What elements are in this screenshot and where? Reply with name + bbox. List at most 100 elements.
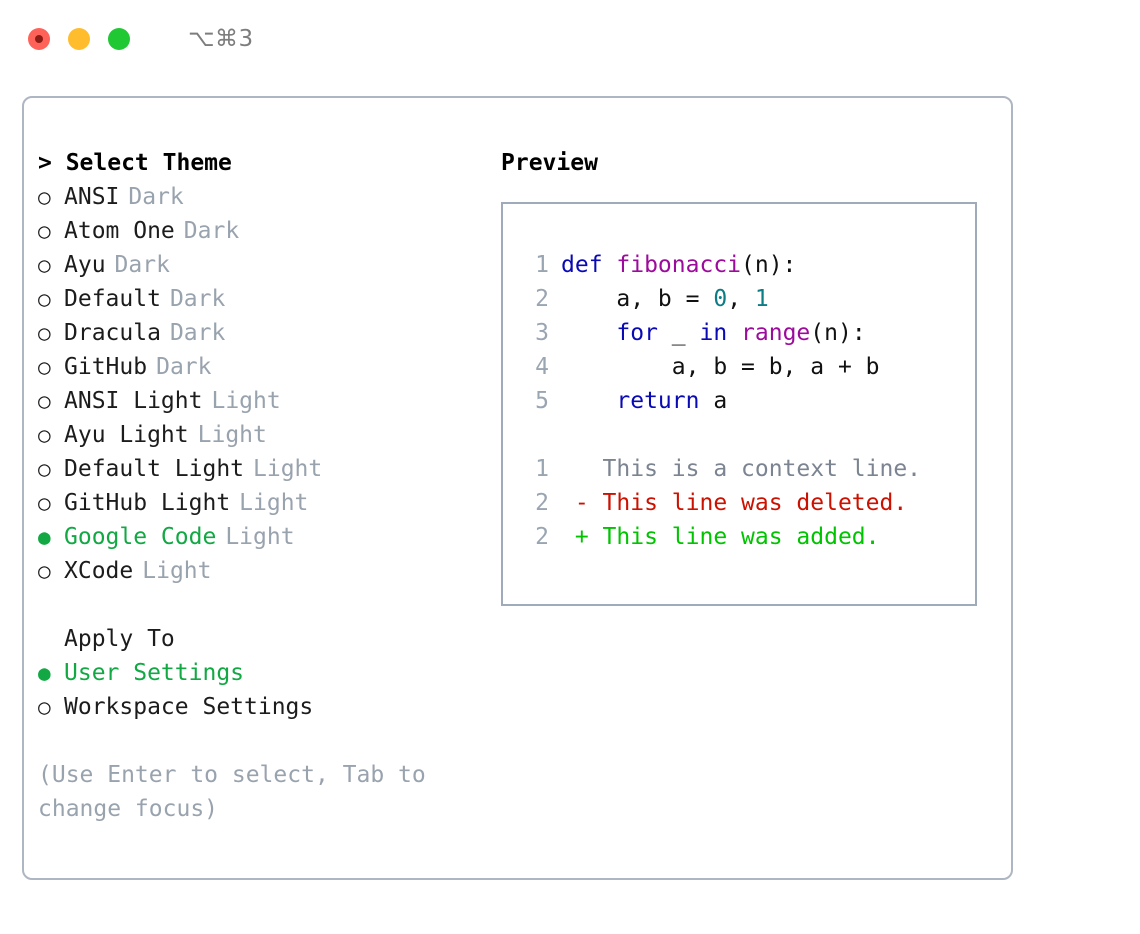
theme-variant-badge: Dark	[156, 354, 212, 380]
theme-variant-badge: Light	[197, 422, 267, 448]
token-num: 0	[713, 286, 728, 312]
token-pl: (n):	[810, 320, 866, 346]
theme-name: ANSI	[64, 184, 120, 210]
token-pl	[561, 388, 616, 414]
theme-name: XCode	[64, 558, 134, 584]
code-line: 3 for _ in range(n):	[503, 316, 975, 350]
theme-option-google-code[interactable]: ● Google Code Light	[38, 520, 468, 554]
apply-to-list[interactable]: ● User Settings ○Workspace Settings	[38, 656, 468, 724]
radio-selected-icon: ●	[38, 661, 51, 685]
theme-variant-badge: Dark	[114, 252, 170, 278]
radio-selected-icon: ●	[38, 525, 51, 549]
code-line-content: return a	[561, 384, 727, 418]
radio-unselected-icon: ○	[38, 253, 51, 277]
code-line-content: def fibonacci(n):	[561, 248, 796, 282]
token-pl	[561, 320, 616, 346]
token-pl: a, b = b, a + b	[561, 354, 880, 380]
theme-name: Atom One	[64, 218, 175, 244]
minimize-button-icon[interactable]	[68, 28, 90, 50]
radio-unselected-icon: ○	[38, 559, 51, 583]
keyboard-shortcut-label: ⌥⌘3	[188, 26, 254, 52]
token-kw: def	[561, 252, 617, 278]
theme-name: Default Light	[64, 456, 245, 482]
token-pl: ,	[727, 286, 755, 312]
radio-unselected-icon: ○	[38, 355, 51, 379]
window-controls	[28, 28, 130, 50]
diff-line-content: - This line was deleted.	[561, 490, 908, 516]
token-pl: (n):	[741, 252, 797, 278]
apply-to-option-user-settings[interactable]: ● User Settings	[38, 656, 468, 690]
token-pl	[727, 320, 741, 346]
theme-variant-badge: Dark	[169, 286, 226, 312]
theme-variant-badge: Light	[225, 524, 295, 550]
code-line: 4 a, b = b, a + b	[503, 350, 975, 384]
radio-unselected-icon: ○	[38, 695, 51, 719]
radio-unselected-icon: ○	[38, 287, 51, 311]
radio-unselected-icon: ○	[38, 185, 51, 209]
select-theme-heading: > Select Theme	[38, 150, 232, 176]
radio-unselected-icon: ○	[38, 491, 51, 515]
code-line-content: for _ in range(n):	[561, 316, 866, 350]
apply-to-option-workspace-settings[interactable]: ○Workspace Settings	[38, 690, 468, 724]
line-number: 3	[535, 320, 549, 346]
theme-variant-badge: Light	[253, 456, 323, 482]
theme-name: Ayu Light	[64, 422, 189, 448]
code-line-content: a, b = b, a + b	[561, 350, 880, 384]
code-line: 5 return a	[503, 384, 975, 418]
theme-name: GitHub Light	[64, 490, 231, 516]
spacer	[503, 418, 975, 452]
apply-to-label: User Settings	[64, 660, 245, 686]
theme-option-xcode[interactable]: ○ XCode Light	[38, 554, 468, 588]
token-pl: a, b =	[561, 286, 714, 312]
diff-sample: 1 This is a context line.2 - This line w…	[503, 452, 975, 554]
maximize-button-icon[interactable]	[108, 28, 130, 50]
diff-line: 2 - This line was deleted.	[503, 486, 975, 520]
line-number: 1	[535, 252, 549, 278]
diff-line-content: This is a context line.	[561, 456, 922, 482]
radio-unselected-icon: ○	[38, 389, 51, 413]
apply-to-heading: Apply To	[64, 626, 175, 652]
close-button-icon[interactable]	[28, 28, 50, 50]
theme-option-ayu[interactable]: ○ Ayu Dark	[38, 248, 468, 282]
theme-name: Ayu	[64, 252, 106, 278]
theme-option-github[interactable]: ○ GitHub Dark	[38, 350, 468, 384]
code-line-content: a, b = 0, 1	[561, 282, 769, 316]
radio-unselected-icon: ○	[38, 321, 51, 345]
line-number: 2	[535, 524, 549, 550]
theme-variant-badge: Light	[142, 558, 212, 584]
line-number: 2	[535, 286, 549, 312]
theme-name: Dracula	[64, 320, 161, 346]
line-number: 2	[535, 490, 549, 516]
theme-name: GitHub	[64, 354, 148, 380]
token-fn: fibonacci	[616, 252, 742, 278]
line-number: 4	[535, 354, 549, 380]
token-kw: return	[616, 388, 700, 414]
token-pl: _	[657, 320, 700, 346]
token-pl: a	[699, 388, 728, 414]
token-num: 1	[754, 286, 769, 312]
theme-name: Google Code	[64, 524, 217, 550]
radio-unselected-icon: ○	[38, 219, 51, 243]
theme-option-ayu-light[interactable]: ○ Ayu Light Light	[38, 418, 468, 452]
keyboard-hint-text: (Use Enter to select, Tab to change focu…	[38, 762, 426, 822]
diff-line: 2 + This line was added.	[503, 520, 975, 554]
radio-unselected-icon: ○	[38, 423, 51, 447]
preview-heading: Preview	[501, 150, 598, 176]
spacer	[38, 588, 468, 622]
line-number: 1	[535, 456, 549, 482]
diff-line: 1 This is a context line.	[503, 452, 975, 486]
line-number: 5	[535, 388, 549, 414]
